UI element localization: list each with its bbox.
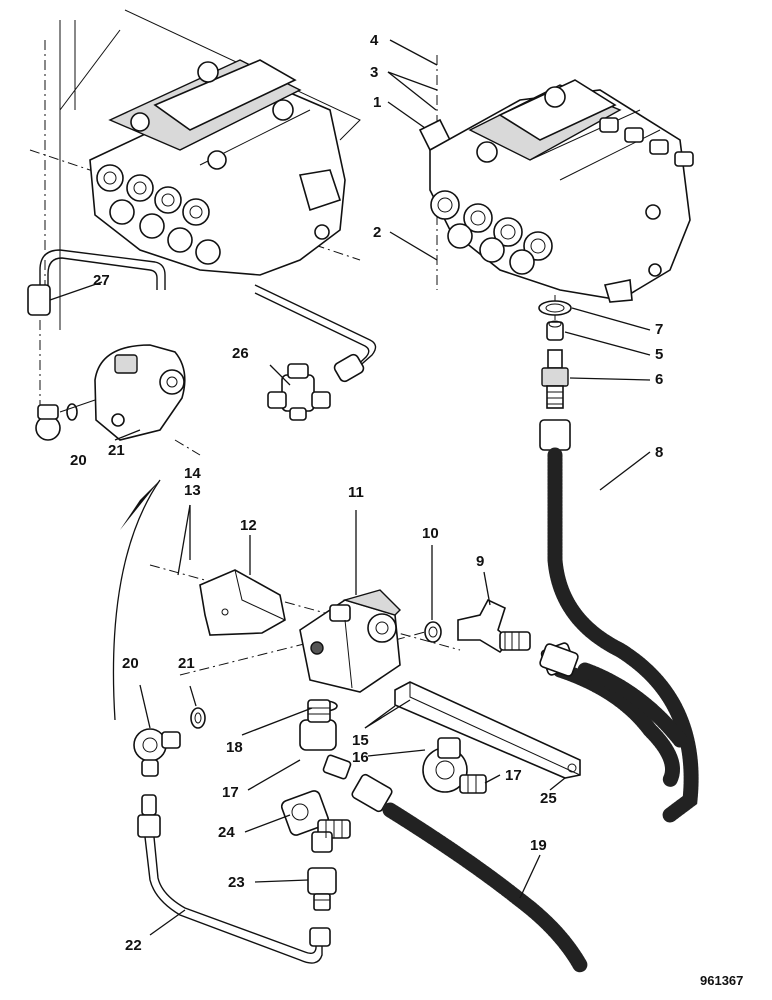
callout-22: 22 — [125, 937, 142, 954]
callout-25: 25 — [540, 790, 557, 807]
callout-21-upper: 21 — [108, 442, 125, 459]
callout-20-upper: 20 — [70, 452, 87, 469]
callout-2: 2 — [373, 224, 381, 241]
seal-7 — [538, 300, 572, 316]
tee-fitting-24 — [280, 790, 351, 853]
washer-10 — [424, 621, 442, 643]
hose-19 — [351, 773, 588, 973]
callout-19: 19 — [530, 837, 547, 854]
callout-labels: 4 3 1 2 7 5 6 8 27 26 20 21 14 13 11 12 … — [70, 32, 663, 954]
tee-fitting-17-right — [422, 737, 487, 794]
callout-24: 24 — [218, 824, 235, 841]
dash-lines-middle — [149, 564, 461, 676]
elbow-9 — [457, 598, 531, 654]
callout-3: 3 — [370, 64, 378, 81]
leader-curve — [112, 479, 161, 721]
callout-15: 15 — [352, 732, 369, 749]
leader-arrow — [120, 480, 160, 530]
callout-27: 27 — [93, 272, 110, 289]
callout-14: 14 — [184, 465, 201, 482]
callout-8: 8 — [655, 444, 663, 461]
pipe-22 — [137, 794, 331, 964]
callout-4: 4 — [370, 32, 379, 49]
callout-16: 16 — [352, 749, 369, 766]
callout-7: 7 — [655, 321, 663, 338]
callout-11: 11 — [348, 484, 364, 501]
callout-6: 6 — [655, 371, 663, 388]
pipe-27 — [27, 249, 166, 410]
washer-21-lower — [190, 707, 206, 729]
callout-17-right: 17 — [505, 767, 522, 784]
callout-9: 9 — [476, 553, 484, 570]
adapter-23 — [307, 867, 337, 911]
installed-valve-assembly — [29, 9, 361, 330]
leader-lines — [49, 39, 651, 936]
valve-body-21-upper — [94, 344, 201, 456]
callout-13: 13 — [184, 482, 201, 499]
callout-1: 1 — [373, 94, 381, 111]
control-valve-block-1 — [418, 55, 694, 320]
callout-23: 23 — [228, 874, 245, 891]
union-6 — [541, 349, 569, 409]
callout-12: 12 — [240, 517, 257, 534]
banjo-20-lower — [133, 728, 181, 777]
adapter-5 — [546, 320, 564, 341]
callout-20-lower: 20 — [122, 655, 139, 672]
callout-17-left: 17 — [222, 784, 239, 801]
banjo-fitting-20-upper — [35, 399, 96, 441]
tee-fitting-17-left — [299, 699, 352, 780]
bracket-12 — [199, 569, 286, 636]
reference-number: 961367 — [700, 973, 743, 988]
callout-10: 10 — [422, 525, 439, 542]
cross-fitting-26 — [267, 363, 331, 421]
callout-5: 5 — [655, 346, 663, 363]
valve-11 — [299, 589, 401, 693]
pipe-26-line — [254, 284, 377, 383]
callout-21-lower: 21 — [178, 655, 195, 672]
hose-end-9 — [539, 643, 688, 748]
callout-18: 18 — [226, 739, 243, 756]
callout-26: 26 — [232, 345, 249, 362]
bracket-25 — [394, 681, 581, 779]
